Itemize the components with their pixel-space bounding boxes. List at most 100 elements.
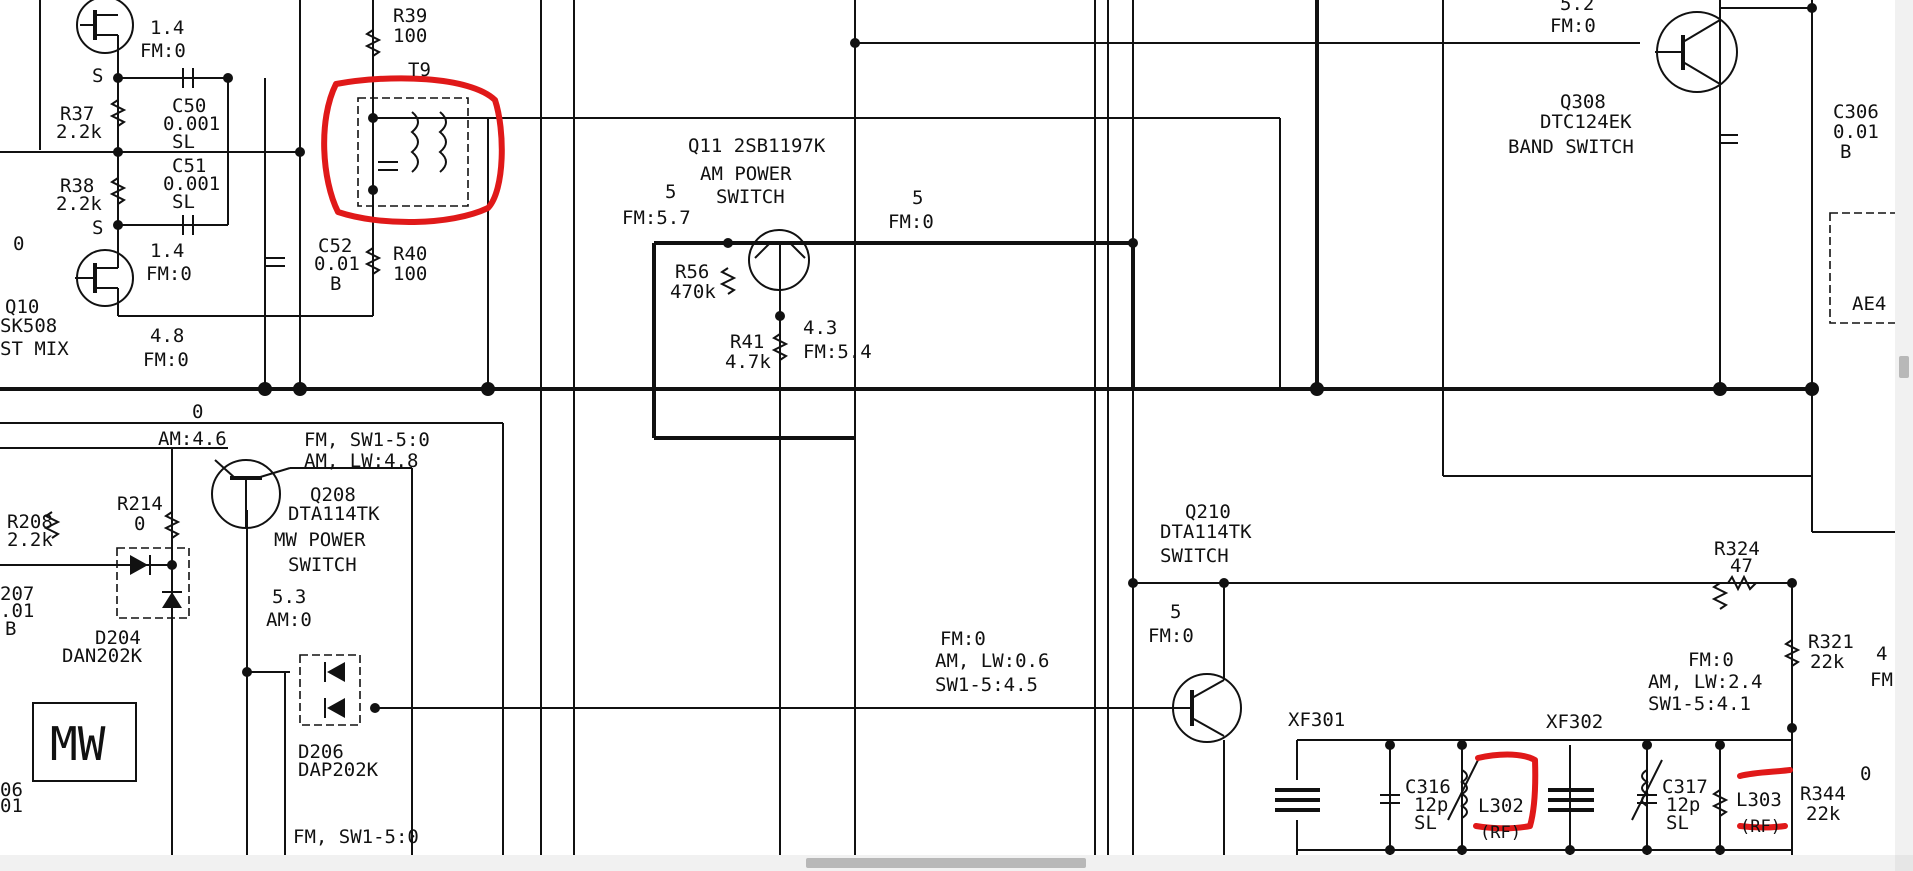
- label-c306: C306: [1833, 101, 1879, 123]
- label-r324: R324: [1714, 538, 1760, 560]
- label-c52v: 0.01: [314, 253, 360, 275]
- label-c52t: B: [330, 273, 341, 295]
- label-s-top: S: [92, 65, 103, 87]
- transistor-q208: [211, 459, 291, 529]
- label-q10-v2: FM:0: [140, 40, 186, 62]
- label-r208: R208: [7, 511, 53, 533]
- label-c51v: 0.001: [163, 173, 220, 195]
- label-c207t: B: [5, 618, 16, 640]
- label-q208p: DTA114TK: [288, 503, 380, 525]
- label-q208f1: MW POWER: [274, 529, 366, 551]
- label-t9: T9: [408, 59, 431, 81]
- label-q210-e1: 5: [1170, 601, 1181, 623]
- label-q208: Q208: [310, 484, 356, 506]
- label-q10c-v2: FM:0: [143, 349, 189, 371]
- label-q208-z: 0: [192, 401, 203, 423]
- label-mw: MW: [50, 717, 106, 771]
- label-r39v: 100: [393, 25, 427, 47]
- label-q308-v1: 5.2: [1560, 0, 1594, 15]
- label-zero-r: 0: [1860, 763, 1871, 785]
- vertical-scroll-thumb[interactable]: [1899, 356, 1909, 378]
- label-r344: R344: [1800, 783, 1846, 805]
- label-edgefm: FM: [1870, 669, 1893, 691]
- label-c207: 207: [0, 583, 34, 605]
- label-r321: R321: [1808, 631, 1854, 653]
- circuit-schematic: 1.4 FM:0 S S R37 2.2k R38 2.2k C50 0.001…: [0, 0, 1895, 855]
- label-q308-v2: FM:0: [1550, 15, 1596, 37]
- label-c317: C317: [1662, 776, 1708, 798]
- label-r37: R37: [60, 103, 94, 125]
- label-r214: R214: [117, 493, 163, 515]
- label-q11-c1: 5: [912, 187, 923, 209]
- l302-red-markup: [1473, 751, 1539, 832]
- label-q308: Q308: [1560, 91, 1606, 113]
- labels: 1.4 FM:0 S S R37 2.2k R38 2.2k C50 0.001…: [0, 0, 1893, 848]
- label-q11-e1: 5: [665, 181, 676, 203]
- label-q10b-v2: FM:0: [146, 263, 192, 285]
- label-c317v: 12p: [1666, 794, 1700, 816]
- label-q208-e: AM:4.6: [158, 428, 227, 450]
- label-q10-v1: 1.4: [150, 17, 184, 39]
- label-r56: R56: [675, 261, 709, 283]
- label-mid-v3: SW1-5:4.5: [935, 674, 1038, 696]
- label-rt-v3: SW1-5:4.1: [1648, 693, 1751, 715]
- label-c51: C51: [172, 155, 206, 177]
- label-c316: C316: [1405, 776, 1451, 798]
- label-c50v: 0.001: [163, 113, 220, 135]
- label-c52: C52: [318, 235, 352, 257]
- label-r38: R38: [60, 175, 94, 197]
- label-q10: Q10: [5, 296, 39, 318]
- label-d204p: DAN202K: [62, 645, 143, 667]
- label-q10p: SK508: [0, 315, 57, 337]
- label-l302t: (RF): [1480, 823, 1521, 843]
- label-rt-v1: FM:0: [1688, 649, 1734, 671]
- label-q11-b1: 4.3: [803, 317, 837, 339]
- diode-d206: [299, 654, 361, 726]
- label-mid-v2: AM, LW:0.6: [935, 650, 1049, 672]
- t9-red-markup: [321, 75, 505, 226]
- label-xf301: XF301: [1288, 709, 1345, 731]
- label-d206: D206: [298, 741, 344, 763]
- horizontal-scroll-thumb[interactable]: [806, 858, 1086, 868]
- label-r56v: 470k: [670, 281, 716, 303]
- transistor-q308: [1655, 7, 1812, 389]
- label-ae4: AE4: [1852, 293, 1886, 315]
- mw-label-box: [32, 702, 137, 782]
- label-c316t: SL: [1414, 812, 1437, 834]
- label-q308f: BAND SWITCH: [1508, 136, 1634, 158]
- label-q10b-v1: 1.4: [150, 240, 184, 262]
- schematic-viewport: 1.4 FM:0 S S R37 2.2k R38 2.2k C50 0.001…: [0, 0, 1895, 855]
- fet-q10-top: [76, 0, 134, 60]
- label-r41: R41: [730, 331, 764, 353]
- resistors: [43, 29, 1801, 817]
- label-l303: L303: [1736, 789, 1782, 811]
- label-bot-l2: 01: [0, 795, 23, 817]
- label-q11-b2: FM:5.4: [803, 341, 872, 363]
- l303-red-markup-2: [1737, 823, 1788, 831]
- label-r39: R39: [393, 5, 427, 27]
- l303-red-markup: [1737, 767, 1793, 779]
- vertical-scrollbar[interactable]: [1895, 0, 1913, 855]
- label-c306t: B: [1840, 141, 1851, 163]
- label-q11-e2: FM:5.7: [622, 207, 691, 229]
- label-q208f2: SWITCH: [288, 554, 357, 576]
- label-stmix: ST MIX: [0, 338, 69, 360]
- transistor-q210: [1172, 583, 1242, 743]
- label-c317t: SL: [1666, 812, 1689, 834]
- label-q308p: DTC124EK: [1540, 111, 1632, 133]
- scrollbar-corner: [1895, 855, 1913, 871]
- capacitors: [182, 68, 1738, 812]
- label-rt-v2: AM, LW:2.4: [1648, 671, 1762, 693]
- diode-d204: [116, 547, 190, 619]
- transistor-q11: [748, 229, 810, 291]
- label-l303t: (RF): [1740, 817, 1781, 837]
- label-q210p: DTA114TK: [1160, 521, 1252, 543]
- label-c207v: .01: [0, 600, 34, 622]
- label-d206p: DAP202K: [298, 759, 379, 781]
- horizontal-scrollbar[interactable]: [0, 855, 1895, 871]
- label-c51t: SL: [172, 191, 195, 213]
- label-zero-left1: 0: [13, 233, 24, 255]
- label-r37v: 2.2k: [56, 121, 102, 143]
- label-q11-c2: FM:0: [888, 211, 934, 233]
- inductors: [1447, 759, 1663, 821]
